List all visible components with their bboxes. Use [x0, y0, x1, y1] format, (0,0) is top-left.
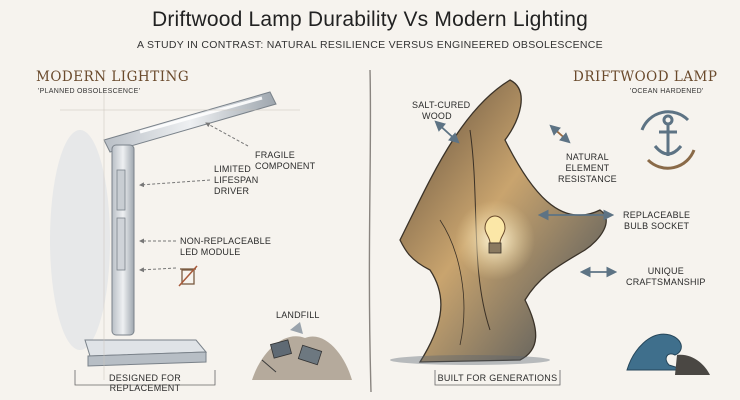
no-bin-icon [178, 265, 198, 287]
resistance-arrow [549, 124, 571, 144]
driftwood-tag: 'OCEAN HARDENED' [630, 88, 704, 95]
modern-caption: DESIGNED FOR REPLACEMENT [108, 373, 182, 393]
landfill-label: LANDFILL [276, 310, 320, 320]
center-divider [368, 69, 372, 393]
modern-heading: MODERN LIGHTING [36, 69, 190, 85]
driftwood-lamp [390, 79, 607, 365]
modern-lamp [50, 90, 300, 380]
anchor-icon [640, 110, 696, 170]
fragile-arrow [205, 122, 249, 147]
driftwood-caption: BUILT FOR GENERATIONS [437, 373, 558, 383]
salt-arrow [434, 120, 460, 144]
modern-tag: 'PLANNED OBSOLESCENCE' [38, 88, 141, 95]
driftwood-heading: DRIFTWOOD LAMP [573, 69, 718, 85]
landfill-pile [252, 322, 352, 380]
wave-icon [626, 333, 710, 375]
bulb-icon [484, 215, 506, 244]
page-subtitle: A STUDY IN CONTRAST: NATURAL RESILIENCE … [137, 39, 603, 51]
page-title: Driftwood Lamp Durability Vs Modern Ligh… [152, 8, 588, 31]
driver-arrow [139, 179, 211, 188]
